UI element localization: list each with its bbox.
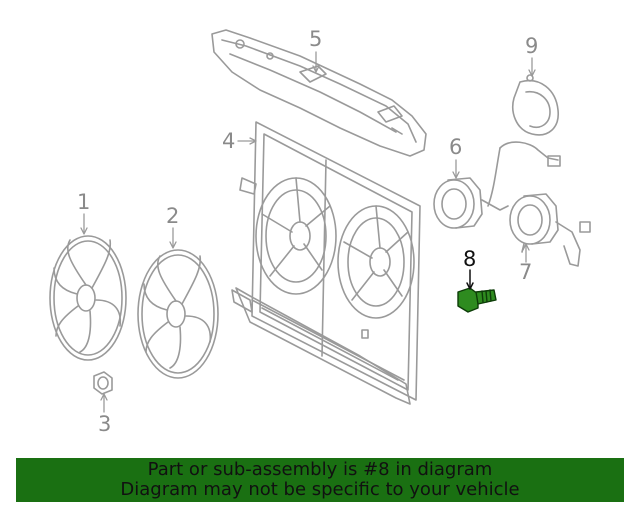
part-notice-banner: Part or sub-assembly is #8 in diagram Di…	[16, 458, 624, 502]
callout-6[interactable]: 6	[449, 135, 463, 159]
callout-1[interactable]: 1	[77, 190, 91, 214]
leader-lines	[80, 51, 536, 413]
callout-5[interactable]: 5	[309, 27, 323, 51]
fan-part-1[interactable]	[49, 235, 127, 361]
leader-line-8	[466, 269, 474, 290]
callout-4[interactable]: 4	[222, 129, 236, 153]
fan-shroud-part-4[interactable]	[231, 121, 421, 405]
banner-line-1: Part or sub-assembly is #8 in diagram	[147, 459, 493, 480]
callout-3[interactable]: 3	[98, 412, 112, 436]
bolt-part-8[interactable]	[457, 287, 497, 313]
banner-line-2: Diagram may not be specific to your vehi…	[120, 479, 520, 500]
parts-diagram	[49, 29, 591, 413]
fan-motor-part-6[interactable]	[433, 141, 561, 229]
callout-9[interactable]: 9	[525, 34, 539, 58]
upper-bracket-part-5[interactable]	[211, 29, 427, 157]
callout-2[interactable]: 2	[166, 204, 180, 228]
callout-7[interactable]: 7	[519, 260, 533, 284]
cover-part-9[interactable]	[512, 74, 559, 136]
nut-part-3[interactable]	[93, 371, 113, 395]
fan-part-2[interactable]	[137, 249, 219, 379]
fan-motor-part-7[interactable]	[509, 193, 591, 267]
callout-8[interactable]: 8	[463, 247, 477, 271]
